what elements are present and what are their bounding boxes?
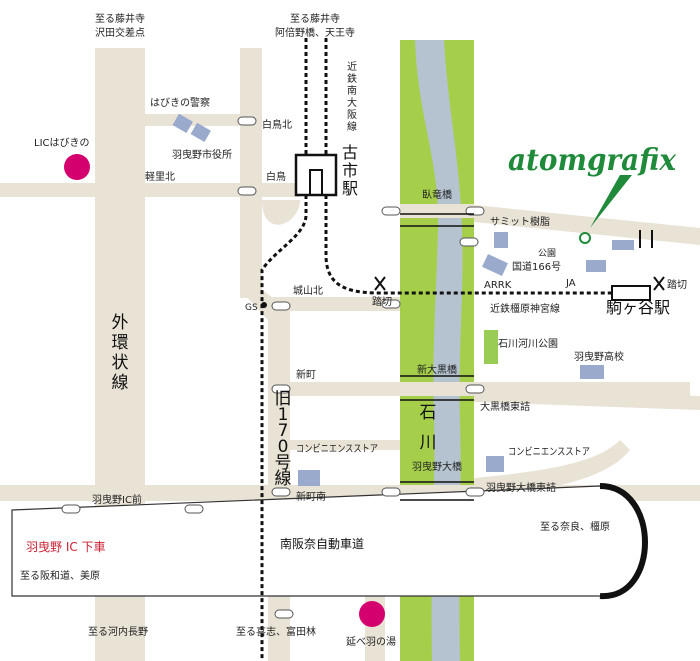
gs-marker xyxy=(261,302,267,308)
label-dest-top-left-1: 至る藤井寺 xyxy=(95,12,145,25)
label-habikino-ic-mae: 羽曳野IC前 xyxy=(92,493,142,506)
label-nobebanoyu: 延べ羽の湯 xyxy=(346,635,396,648)
label-to-kawachinagano: 至る河内長野 xyxy=(88,625,148,638)
label-ja: JA xyxy=(565,278,576,289)
label-furuichi-station-text: 古市駅 xyxy=(342,143,358,198)
lic-habikino-pin[interactable] xyxy=(64,154,90,180)
label-habikino-hs: 羽曳野高校 xyxy=(574,350,624,363)
label-fumikiri-right: 踏切 xyxy=(667,278,687,291)
label-summit: サミット樹脂 xyxy=(490,215,550,228)
label-ryugabashi: 臥竜橋 xyxy=(422,188,452,201)
expressway xyxy=(11,483,648,600)
label-furuichi-station: 古市駅 xyxy=(342,143,358,198)
bridges xyxy=(400,213,474,501)
label-expressway: 南阪奈自動車道 xyxy=(280,536,364,551)
label-to-nara: 至る奈良、橿原 xyxy=(540,520,610,533)
label-dest-top-left-2: 沢田交差点 xyxy=(95,26,145,39)
nobebanoyu-pin[interactable] xyxy=(359,601,385,627)
label-to-hannan: 至る阪和道、美原 xyxy=(20,569,100,582)
label-dest-top-center-2: 阿倍野橋、天王寺 xyxy=(275,26,355,39)
railways xyxy=(260,38,653,661)
label-ishikawa-park: 石川河川公園 xyxy=(498,338,558,350)
label-shiroyama-kita: 城山北 xyxy=(293,285,323,297)
label-habikino-ohashi: 羽曳野大橋 xyxy=(412,460,462,473)
label-kintetsu-minami-osaka: 近鉄南大阪線 xyxy=(347,60,357,133)
label-gairin-sen: 外環状線 xyxy=(112,313,129,393)
label-convenience-left: コンビニエンスストア xyxy=(296,443,378,455)
label-habikino-ic-exit: 羽曳野 IC 下車 xyxy=(26,540,106,554)
label-shinmachi: 新町 xyxy=(296,368,316,381)
logo-text: atomgrafix xyxy=(508,143,677,178)
label-shinmachi-minami: 新町南 xyxy=(296,490,326,503)
ishikawa-park-block xyxy=(484,330,498,364)
label-shin-okurobashi: 新大黒橋 xyxy=(417,363,457,376)
label-dest-top-center-1: 至る藤井寺 xyxy=(290,12,340,25)
crossing-markers xyxy=(374,276,665,291)
label-park: 公園 xyxy=(538,248,556,259)
label-shiratori: 白鳥 xyxy=(266,170,286,183)
label-kintetsu-minami-osaka-text: 近鉄南大阪線 xyxy=(347,60,357,133)
label-habikino-ohashi-higashi: 羽曳野大橋東詰 xyxy=(486,481,556,494)
logo-pointer xyxy=(590,175,632,228)
label-fumikiri-left: 踏切 xyxy=(372,295,392,308)
label-kintetsu-kashihara: 近鉄橿原神宮線 xyxy=(490,302,560,315)
label-habikino-city-hall: 羽曳野市役所 xyxy=(172,148,232,161)
buildings xyxy=(172,113,634,486)
label-lic-habikino: LICはびきの xyxy=(34,137,90,149)
label-komagatani-station: 駒ヶ谷駅 xyxy=(606,298,670,317)
label-gairin-sen-text: 外環状線 xyxy=(112,313,129,393)
label-arrk: ARRK xyxy=(484,280,512,291)
signal-markers xyxy=(61,116,485,619)
label-route166: 国道166号 xyxy=(512,260,561,273)
roads xyxy=(0,48,700,661)
label-ishikawa-river-text: 石川 xyxy=(420,403,437,453)
label-habikino-police: はびきの警察 xyxy=(150,96,210,109)
label-convenience-right: コンビニエンスストア xyxy=(508,446,590,458)
label-shiratori-kita: 白鳥北 xyxy=(262,118,292,131)
label-karusato-kita: 軽里北 xyxy=(145,171,175,183)
label-ishikawa-river: 石川 xyxy=(420,403,437,453)
label-to-kishi: 至る喜志、富田林 xyxy=(236,625,316,638)
label-okurobashi-higashi: 大黒橋東詰 xyxy=(480,400,530,413)
label-gs: GS xyxy=(245,303,258,313)
